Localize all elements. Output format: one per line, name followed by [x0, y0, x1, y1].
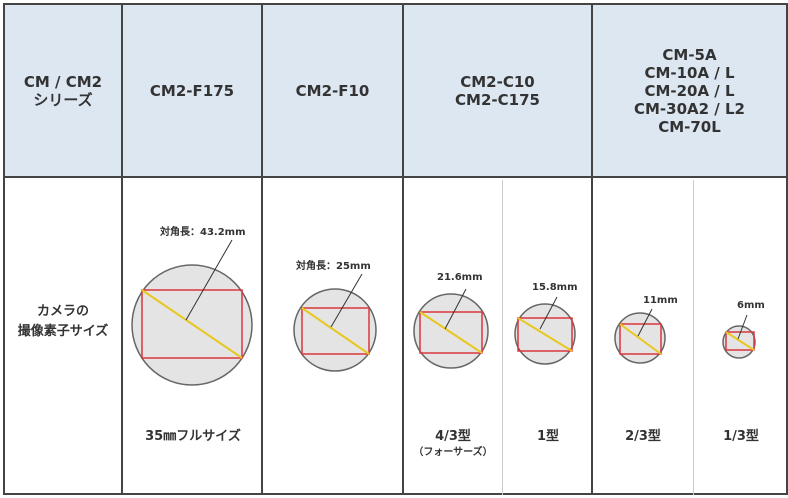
sensor-type-label: 1/3型 — [723, 429, 759, 444]
diagonal-label: 21.6mm — [437, 272, 483, 283]
divider — [591, 178, 593, 495]
header-cm2-f10: CM2-F10 — [263, 3, 404, 178]
divider — [261, 178, 263, 495]
row-label-sensor-size: カメラの 撮像素子サイズ — [17, 304, 109, 339]
model-label: CM2-F175 — [149, 81, 235, 100]
divider — [402, 178, 404, 495]
model-label: CM-5A CM-10A / L CM-20A / L CM-30A2 / L2… — [634, 45, 745, 136]
sensor-type-label: 35㎜フルサイズ — [145, 429, 241, 444]
sensor-type-label: 1型 — [536, 429, 560, 444]
diagonal-label: 対角長：43.2mm — [160, 227, 246, 238]
model-label: CM2-F10 — [295, 81, 370, 100]
sensor-1-3-inch — [722, 314, 756, 359]
diagonal-label: 対角長：25mm — [296, 261, 371, 272]
series-label: CM / CM2 シリーズ — [23, 72, 103, 109]
sensor-1-inch — [514, 296, 576, 365]
sensor-four-thirds — [413, 288, 489, 369]
divider — [502, 180, 503, 495]
sensor-2-3-inch — [614, 308, 666, 364]
sensor-full-frame — [131, 239, 253, 386]
sensor-type-label: 2/3型 — [625, 429, 661, 444]
diagonal-label: 15.8mm — [532, 282, 578, 293]
header-cm-series: CM-5A CM-10A / L CM-20A / L CM-30A2 / L2… — [593, 3, 788, 178]
header-cm2-f175: CM2-F175 — [123, 3, 263, 178]
sensor-f10 — [293, 273, 377, 372]
sensor-type-label: 4/3型 — [435, 429, 471, 444]
header-cm2-c10: CM2-C10 CM2-C175 — [404, 3, 593, 178]
diagonal-label: 11mm — [643, 295, 678, 306]
model-label: CM2-C10 CM2-C175 — [455, 72, 540, 109]
divider — [693, 180, 694, 495]
header-series: CM / CM2 シリーズ — [3, 3, 123, 178]
diagonal-label: 6mm — [737, 300, 765, 311]
divider — [121, 178, 123, 495]
sensor-type-sublabel: （フォーサーズ） — [413, 447, 493, 458]
